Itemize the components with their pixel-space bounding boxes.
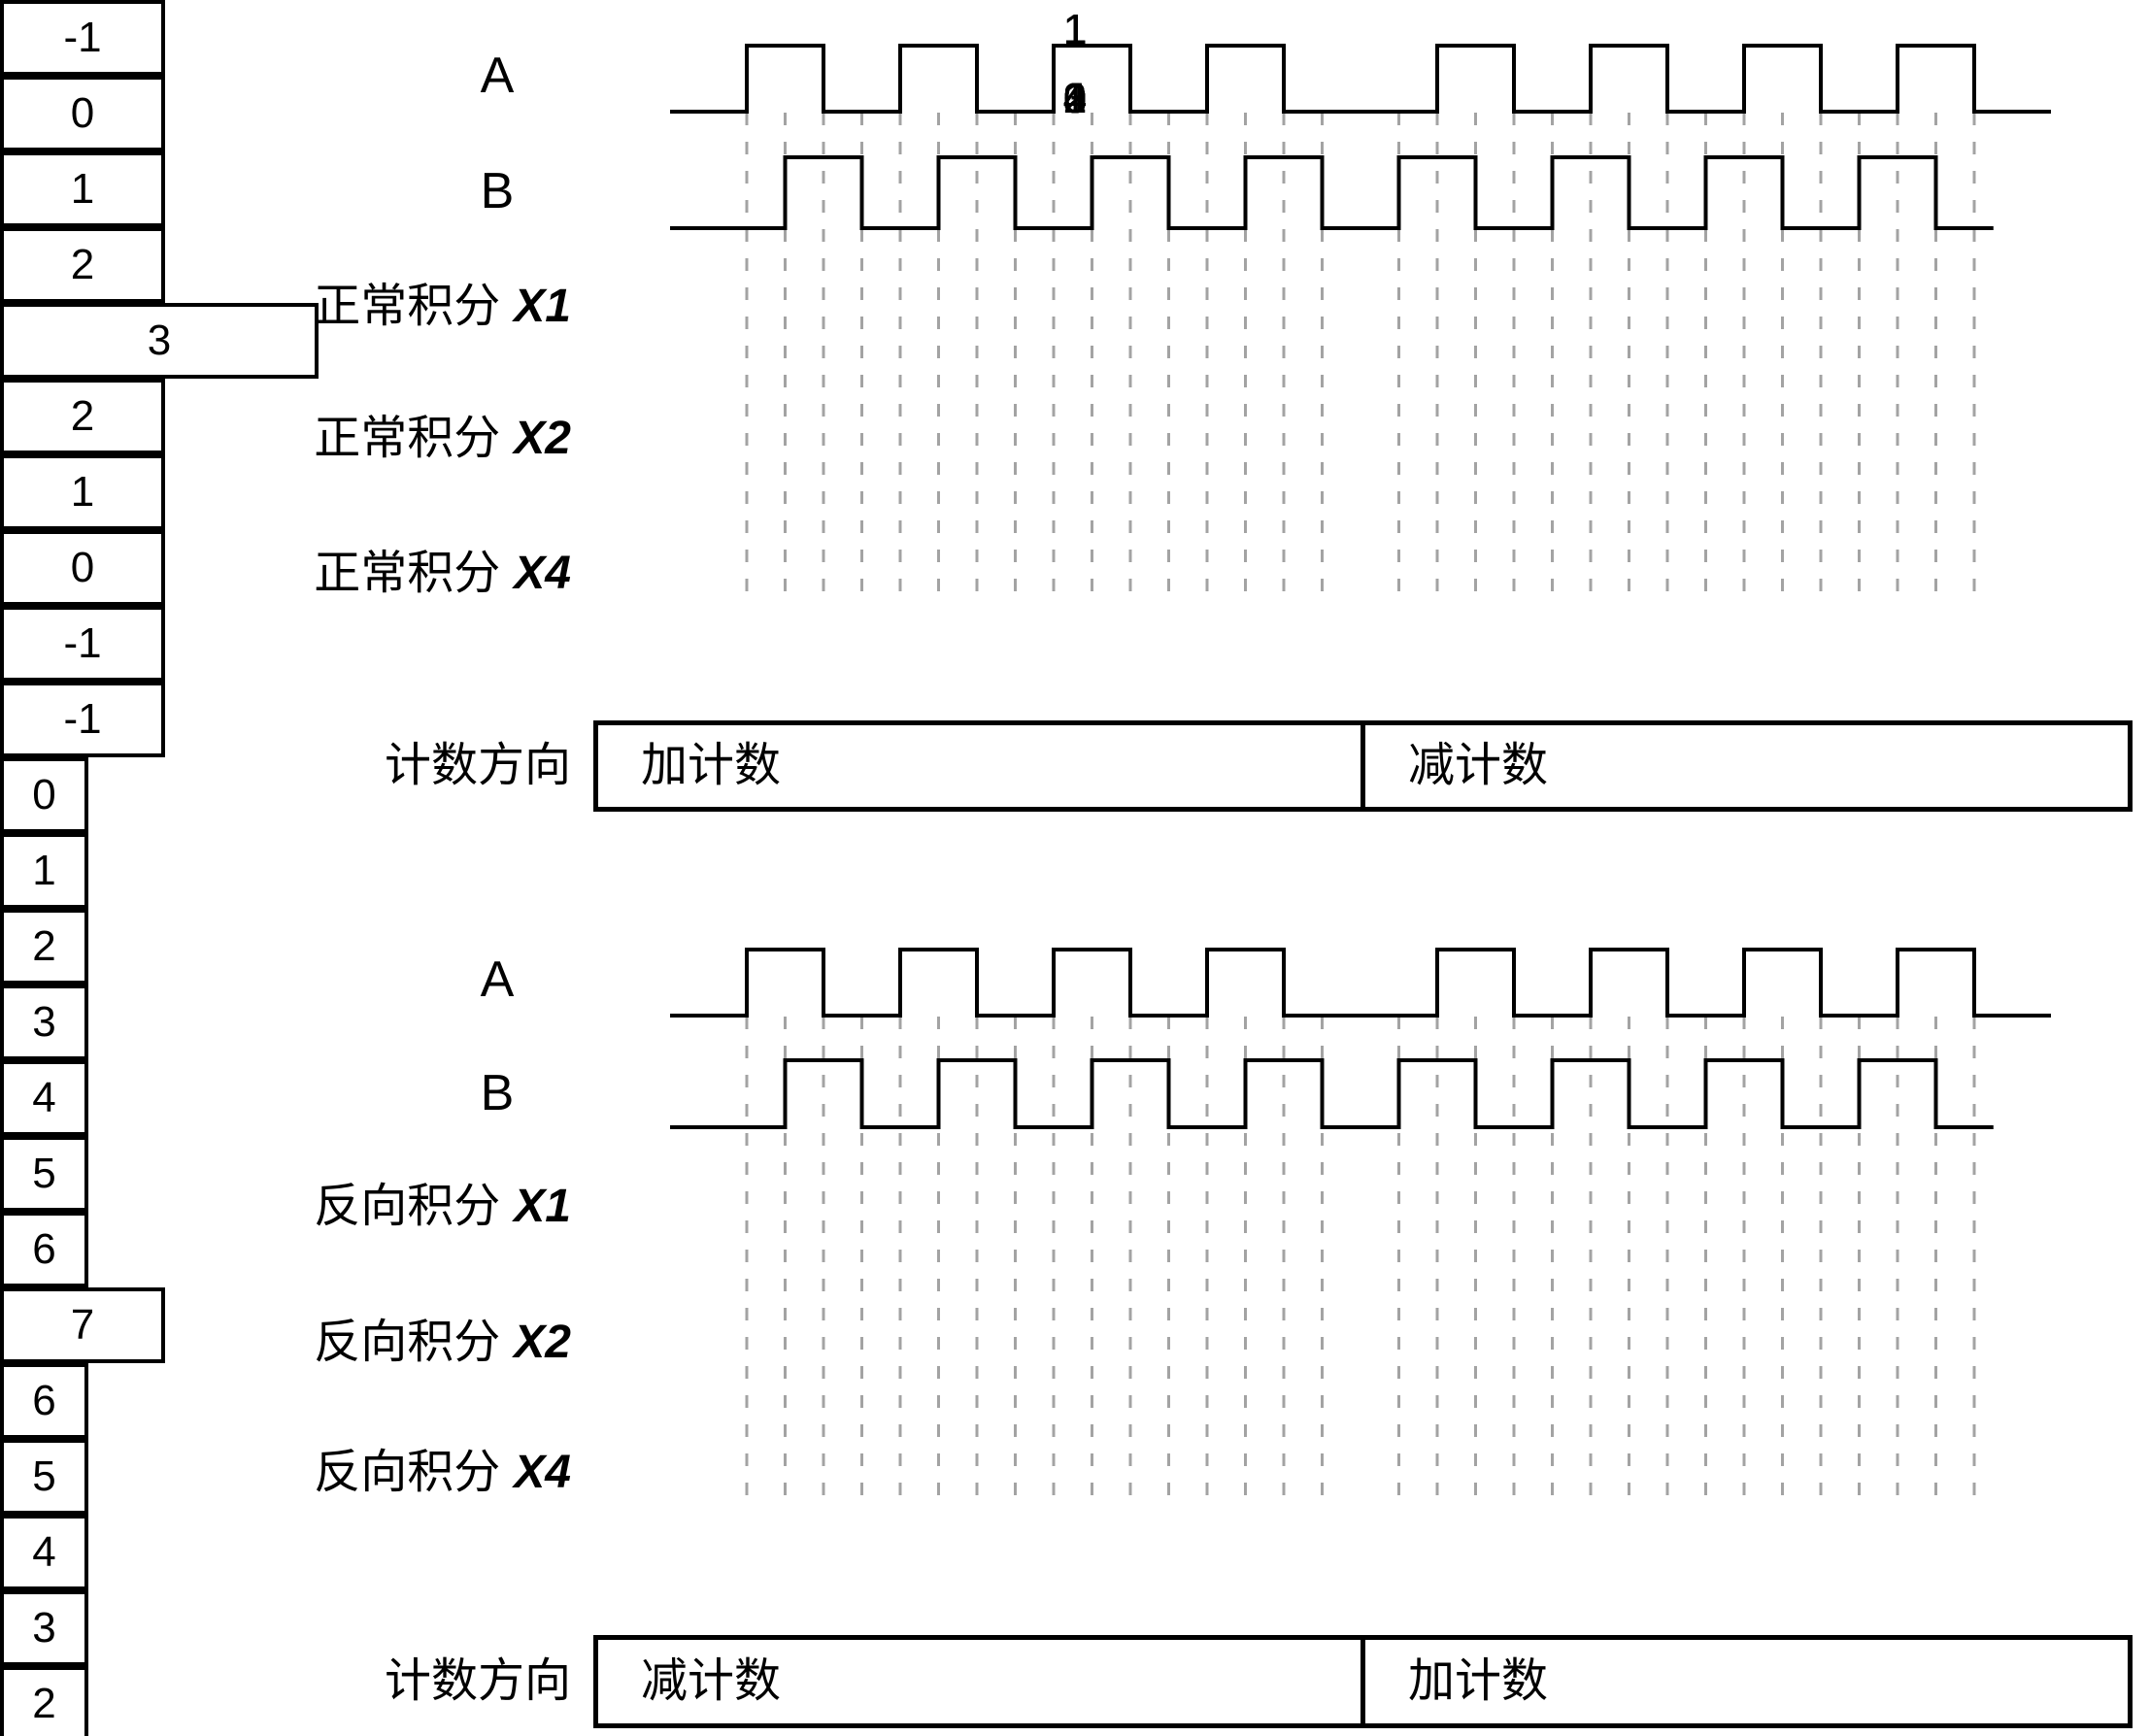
- count-cell: 5: [0, 1439, 88, 1515]
- count-cell: 1: [0, 833, 88, 909]
- direction-cell-left: 减计数: [593, 1635, 1365, 1728]
- count-cell: 2: [0, 909, 88, 985]
- count-cell: -1: [0, 682, 165, 757]
- count-cell-units: 0: [1062, 75, 1088, 122]
- group-normal-count-signal-a-waveform: [670, 44, 2051, 114]
- group-normal-count-row-label-x1: 正常积分 X1: [117, 273, 571, 341]
- count-cell-units: 1: [1062, 75, 1088, 122]
- count-cell-tens: 1: [1062, 6, 1088, 53]
- count-cell: 5: [0, 1136, 88, 1212]
- count-cell: 0: [0, 757, 88, 833]
- group-normal-count-row-label-x4: 正常积分 X4: [117, 540, 571, 608]
- row-label-mode: X4: [514, 548, 571, 599]
- count-cell-units: 3: [1062, 75, 1088, 122]
- count-cell-units: 2: [1062, 75, 1088, 122]
- count-cell-tens: 1: [1062, 6, 1088, 53]
- group-reverse-count-row-label-x4: 反向积分 X4: [117, 1439, 571, 1507]
- group-reverse-count-dash-gridlines: [745, 1017, 1976, 1507]
- count-cell-units: 2: [1062, 75, 1088, 122]
- group-normal-count-direction-row-label: 计数方向: [384, 740, 571, 791]
- count-cell: 2: [0, 1666, 88, 1736]
- count-cell: 2: [0, 227, 165, 303]
- direction-cell-right: 减计数: [1361, 720, 2133, 812]
- row-label-mode: X2: [514, 413, 571, 464]
- row-label-mode: X1: [514, 281, 571, 332]
- row-label-text: 正常积分: [314, 281, 501, 332]
- group-reverse-count-row-label-x2: 反向积分 X2: [117, 1309, 571, 1377]
- count-cell: 3: [0, 985, 88, 1060]
- count-cell-units: 1: [1062, 75, 1088, 122]
- count-cell-units: 4: [1062, 75, 1088, 122]
- count-cell: 3: [0, 303, 319, 379]
- count-cell-tens: 1: [1062, 6, 1088, 53]
- group-reverse-count-row-label-x1: 反向积分 X1: [117, 1173, 571, 1241]
- row-label-mode: X4: [514, 1447, 571, 1498]
- count-cell-units: 2: [1062, 75, 1088, 122]
- count-cell-units: 3: [1062, 75, 1088, 122]
- count-cell-tens: 1: [1062, 6, 1088, 53]
- count-cell-tens: 1: [1062, 6, 1088, 53]
- count-cell-units: 0: [1062, 75, 1088, 122]
- count-cell: 0: [0, 76, 165, 151]
- count-cell: 4: [0, 1515, 88, 1590]
- count-cell-tens: 1: [1062, 6, 1088, 53]
- count-cell-tens: 1: [1062, 6, 1088, 53]
- group-reverse-count-direction-row-label: 计数方向: [384, 1655, 571, 1707]
- count-cell-units: 1: [1062, 75, 1088, 122]
- count-cell-units: 1: [1062, 75, 1088, 122]
- count-cell-tens: 1: [1062, 6, 1088, 53]
- direction-cell-left: 加计数: [593, 720, 1365, 812]
- count-cell: 7: [0, 1287, 165, 1363]
- count-cell-tens: 1: [1062, 6, 1088, 53]
- count-cell-tens: 1: [1062, 6, 1088, 53]
- count-cell: 6: [0, 1212, 88, 1287]
- count-cell-units: 0: [1062, 75, 1088, 122]
- count-cell: 1: [0, 151, 165, 227]
- count-cell-tens: 1: [1062, 6, 1088, 53]
- row-label-mode: X2: [514, 1317, 571, 1368]
- group-normal-count-signal-b-label: B: [480, 163, 515, 219]
- count-cell: 1: [0, 454, 165, 530]
- row-label-text: 正常积分: [314, 548, 501, 599]
- row-label-text: 反向积分: [314, 1447, 501, 1498]
- count-cell-units: 2: [1062, 75, 1088, 122]
- count-cell-units: 4: [1062, 75, 1088, 122]
- count-cell-tens: 1: [1062, 6, 1088, 53]
- count-cell: 0: [0, 530, 165, 606]
- group-reverse-count-signal-a-label: A: [480, 951, 515, 1008]
- count-cell-units: 4: [1062, 75, 1088, 122]
- count-cell: 2: [0, 379, 165, 454]
- count-cell-units: 3: [1062, 75, 1088, 122]
- group-reverse-count-signal-a-waveform: [670, 948, 2051, 1018]
- group-normal-count-signal-b-waveform: [670, 155, 1994, 230]
- row-label-text: 反向积分: [314, 1181, 501, 1232]
- count-cell: -1: [0, 606, 165, 682]
- count-cell-tens: 1: [1062, 6, 1088, 53]
- row-label-text: 反向积分: [314, 1317, 501, 1368]
- group-normal-count-row-label-x2: 正常积分 X2: [117, 405, 571, 473]
- group-reverse-count-signal-b-label: B: [480, 1065, 515, 1121]
- count-cell: 3: [0, 1590, 88, 1666]
- count-cell-tens: 1: [1062, 6, 1088, 53]
- count-cell: 4: [0, 1060, 88, 1136]
- count-cell-units: 0: [1062, 75, 1088, 122]
- count-cell-tens: 1: [1062, 6, 1088, 53]
- count-cell-tens: 1: [1062, 6, 1088, 53]
- row-label-text: 正常积分: [314, 413, 501, 464]
- group-normal-count-signal-a-label: A: [480, 48, 515, 104]
- count-cell-tens: 1: [1062, 6, 1088, 53]
- group-normal-count-dash-gridlines: [745, 113, 1976, 606]
- count-cell-tens: 1: [1062, 6, 1088, 53]
- count-cell: 6: [0, 1363, 88, 1439]
- count-cell: -1: [0, 0, 165, 76]
- count-cell-tens: 1: [1062, 6, 1088, 53]
- count-cell-units: 3: [1062, 75, 1088, 122]
- row-label-mode: X1: [514, 1181, 571, 1232]
- direction-cell-right: 加计数: [1361, 1635, 2133, 1728]
- group-reverse-count-signal-b-waveform: [670, 1058, 1994, 1129]
- count-cell-units: 4: [1062, 75, 1088, 122]
- count-cell-tens: 1: [1062, 6, 1088, 53]
